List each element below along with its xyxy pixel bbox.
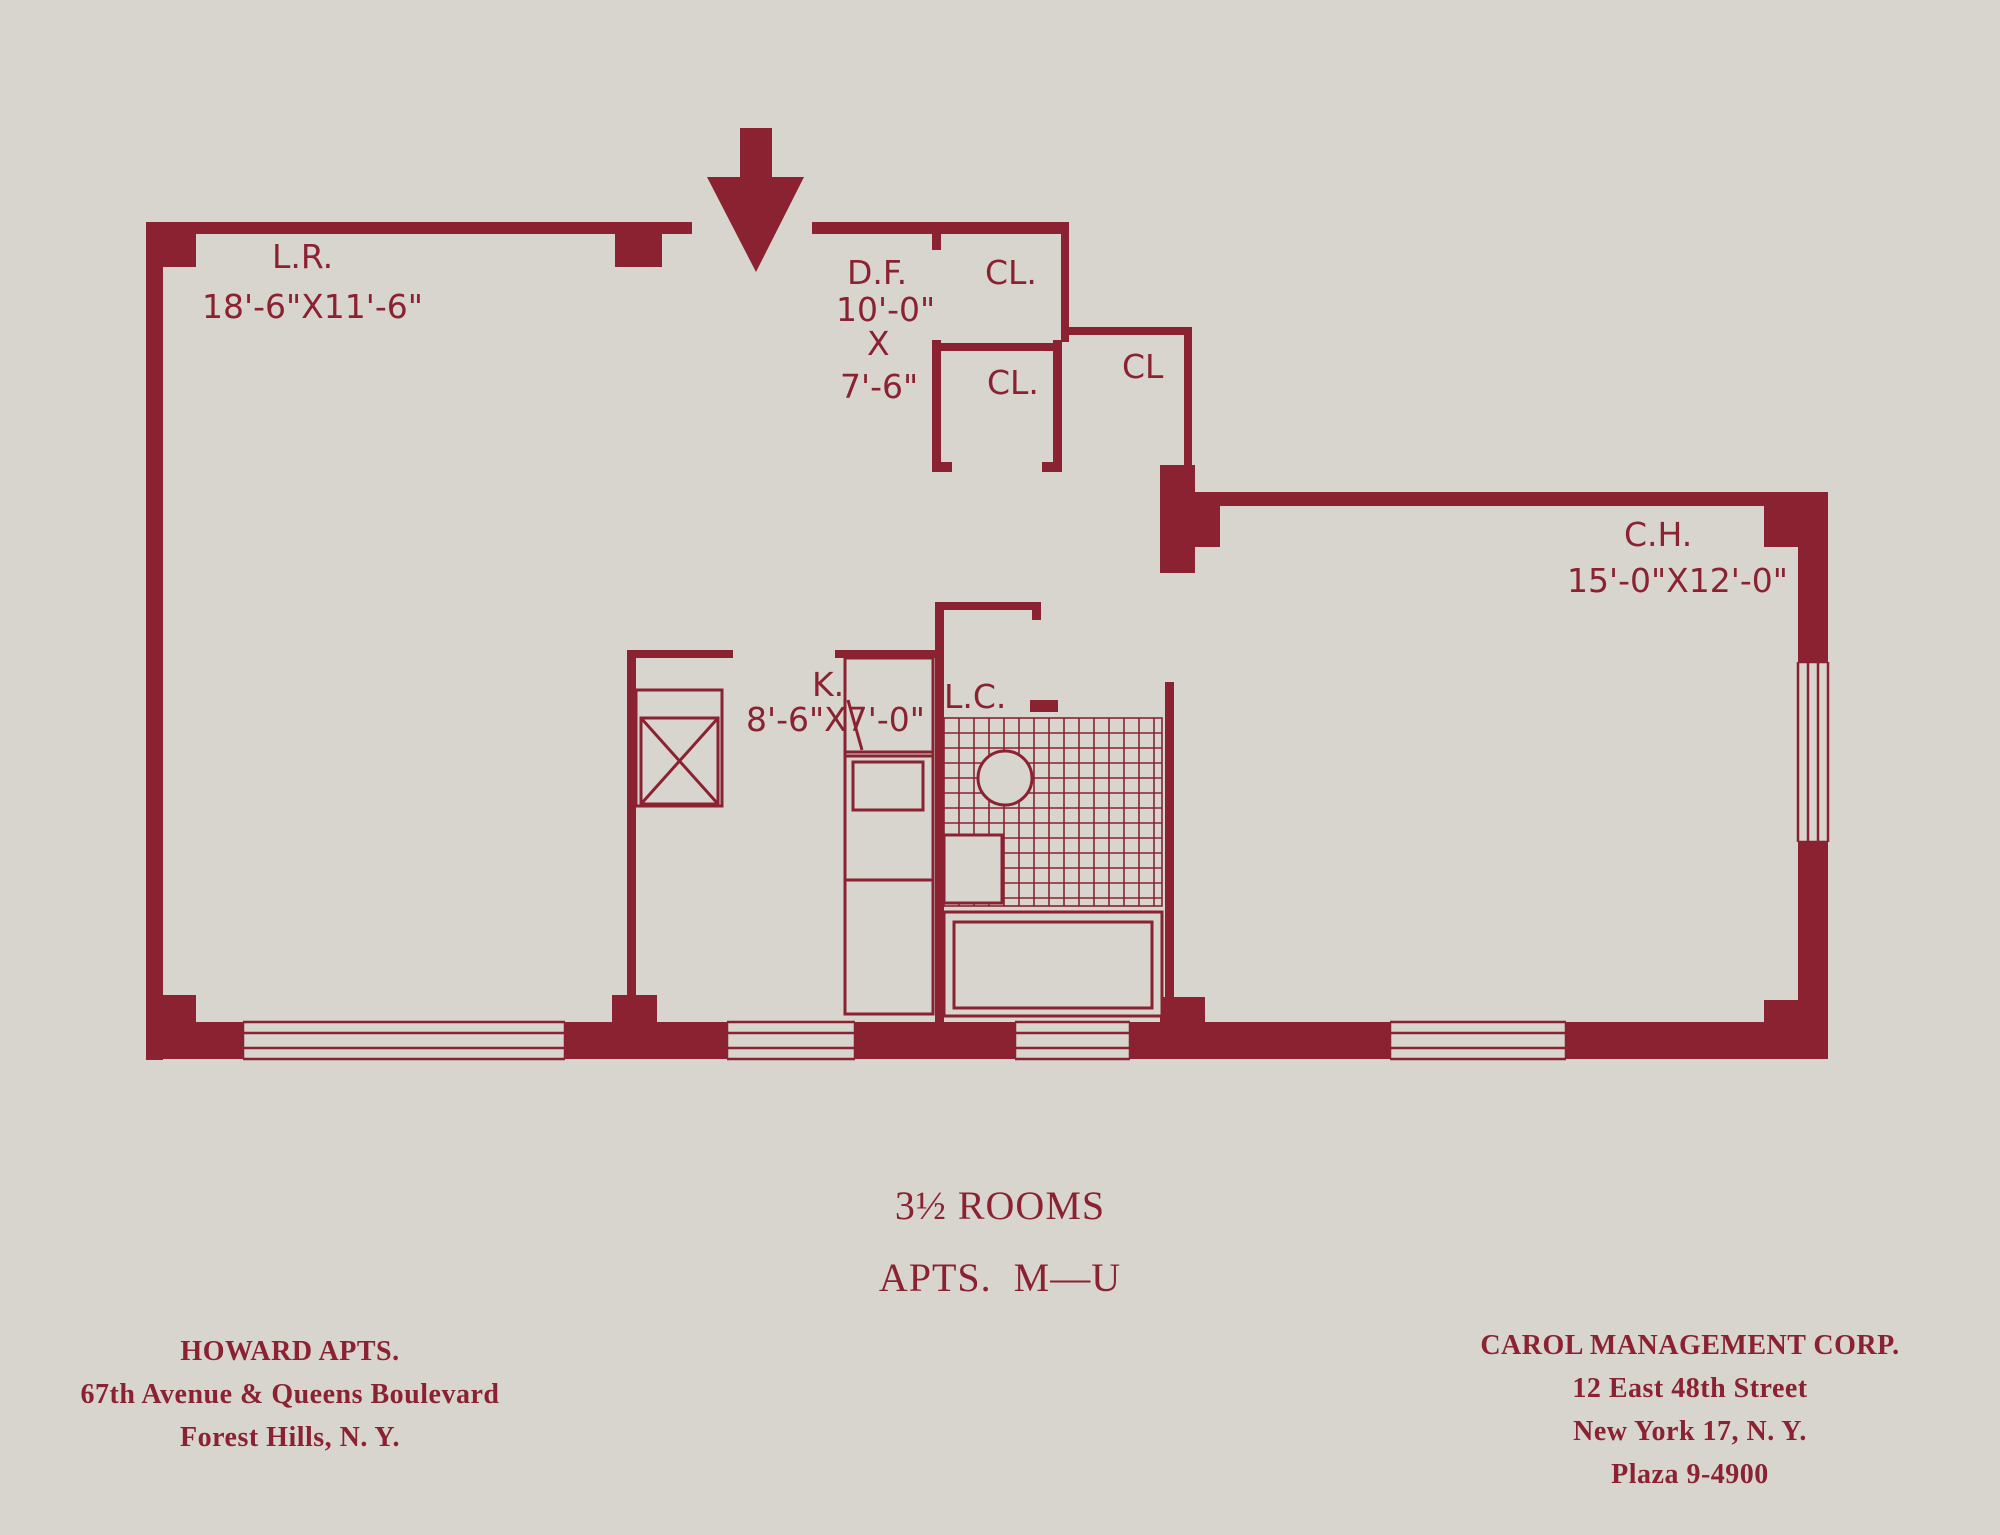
chamber-size: 15'-0"X12'-0" <box>1567 561 1788 600</box>
room-labels: L.R. 18'-6"X11'-6" D.F. 10'-0" X 7'-6" C… <box>202 237 1788 739</box>
apartments-caption: APTS. M—U <box>878 1255 1122 1300</box>
management-street: 12 East 48th Street <box>1572 1373 1808 1404</box>
dining-foyer-name: D.F. <box>847 253 907 292</box>
living-room-size: 18'-6"X11'-6" <box>202 287 423 326</box>
tile-floor <box>943 717 1163 907</box>
dining-foyer-size-depth: 7'-6" <box>840 367 918 406</box>
sink-icon <box>942 833 1004 905</box>
kitchen-size: 8'-6"X7'-0" <box>746 700 925 739</box>
interior-walls <box>627 222 1174 1022</box>
closet-label-2: CL. <box>987 363 1039 402</box>
kitchen-fixtures <box>634 656 935 1016</box>
building-street: 67th Avenue & Queens Boulevard <box>80 1379 500 1410</box>
building-name: HOWARD APTS. <box>180 1336 400 1367</box>
closet-label-3: CL <box>1122 347 1164 386</box>
building-city: Forest Hills, N. Y. <box>179 1422 401 1453</box>
chamber-name: C.H. <box>1624 515 1692 554</box>
management-address: CAROL MANAGEMENT CORP. 12 East 48th Stre… <box>1410 1324 1970 1496</box>
management-city: New York 17, N. Y. <box>1573 1416 1807 1447</box>
bathtub-icon <box>942 910 1164 1018</box>
kitchen-name: K. <box>812 665 844 704</box>
toilet-icon <box>976 749 1034 807</box>
management-name: CAROL MANAGEMENT CORP. <box>1480 1330 1900 1361</box>
rooms-caption: 3½ ROOMS <box>894 1183 1106 1228</box>
dining-foyer-size-x: X <box>867 324 890 363</box>
bathroom-fixtures <box>942 717 1164 1018</box>
closet-label-1: CL. <box>985 253 1037 292</box>
management-phone: Plaza 9-4900 <box>1611 1459 1769 1490</box>
dining-foyer-size-width: 10'-0" <box>836 290 935 329</box>
windows <box>241 660 1831 1061</box>
building-address: HOWARD APTS. 67th Avenue & Queens Boulev… <box>10 1330 570 1459</box>
living-room-name: L.R. <box>272 237 333 276</box>
entrance-arrow-icon <box>707 128 804 272</box>
linen-closet-name: L.C. <box>944 677 1006 716</box>
